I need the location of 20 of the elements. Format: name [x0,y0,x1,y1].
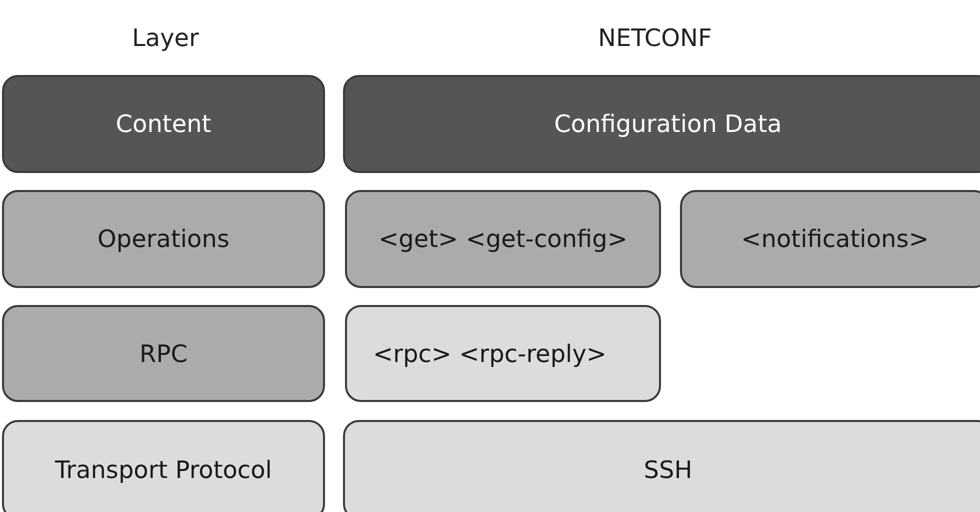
layer-box [2,75,325,173]
layer-label: Transport Protocol [55,456,272,484]
layer-box [2,420,325,512]
layer-box [345,190,661,288]
layer-box [343,75,980,173]
layer-box [343,420,980,512]
layer-label: Configuration Data [554,110,782,138]
layer-label: Operations [98,225,230,253]
layer-label: <get> <get-config> [378,225,628,253]
layer-label: <notifications> [741,225,929,253]
layer-label: RPC [140,340,188,368]
column-heading: NETCONF [598,24,712,52]
layer-label: <rpc> <rpc-reply> [373,340,607,368]
layer-label: SSH [644,456,692,484]
layer-box [2,190,325,288]
layer-box [2,305,325,402]
column-heading: Layer [132,24,199,52]
layer-box [680,190,980,288]
layer-box [345,305,661,402]
layer-label: Content [116,110,212,138]
